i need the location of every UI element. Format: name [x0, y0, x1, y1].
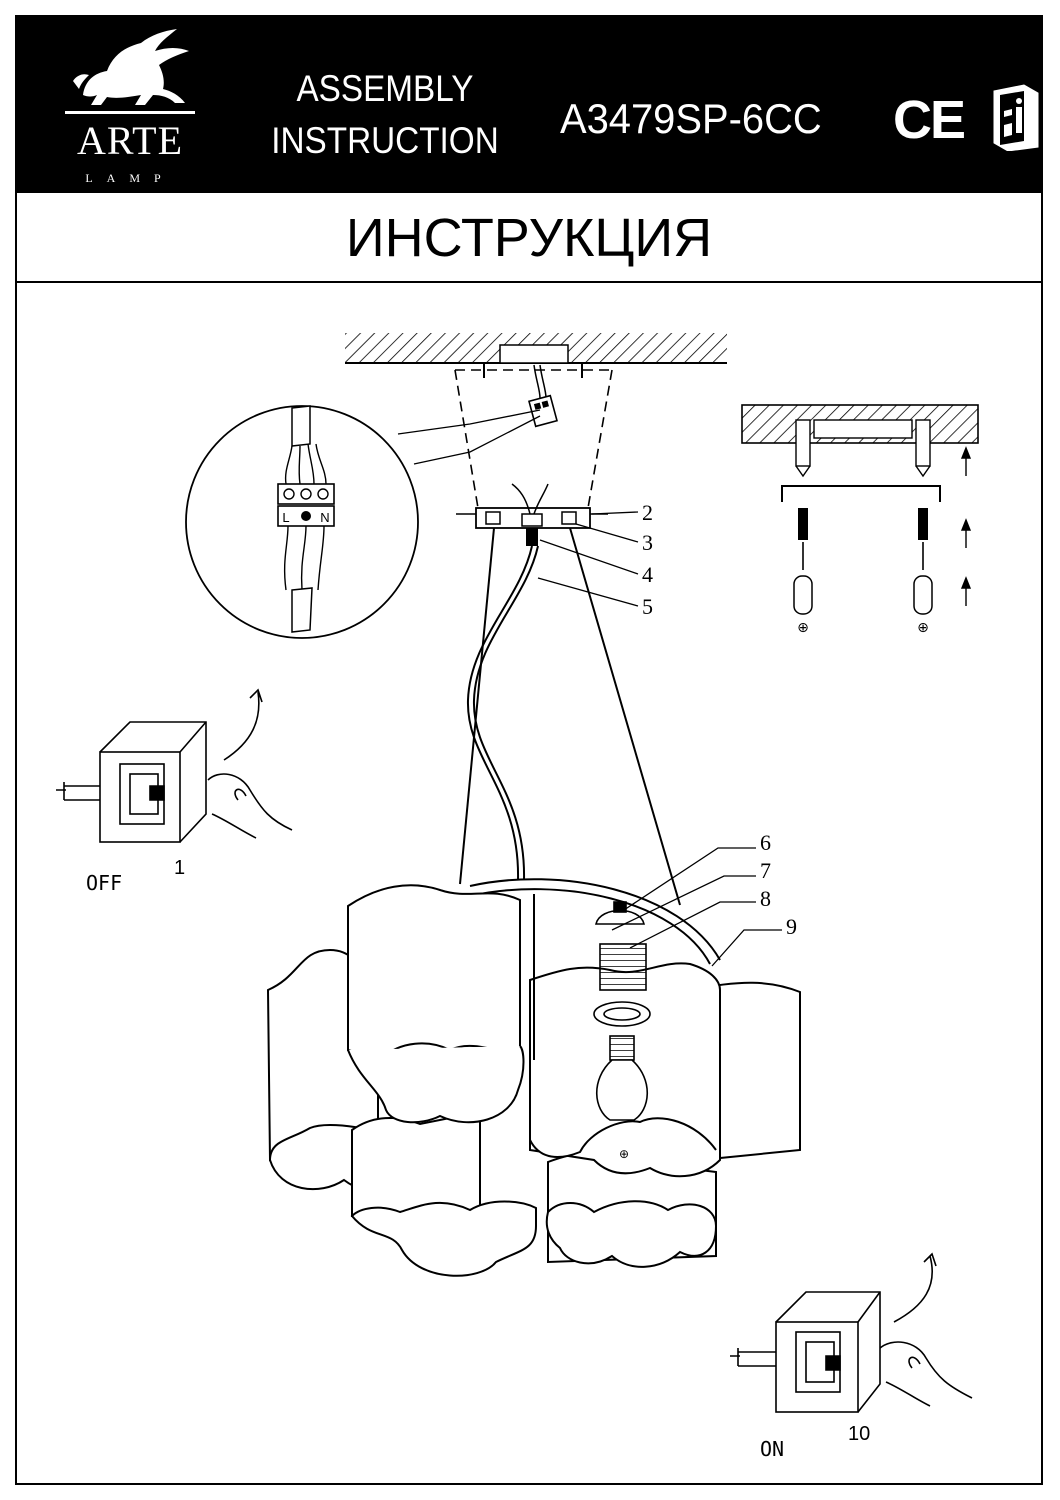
mounting-bar — [456, 483, 608, 546]
brand-subtitle: LAMP — [85, 171, 175, 185]
ceiling-terminal-block — [528, 364, 558, 428]
switch-on-illustration — [730, 1252, 973, 1413]
step-on-label: ON — [760, 1437, 784, 1461]
ce-mark: CE — [893, 90, 966, 150]
assembly-title: ASSEMBLY INSTRUCTION — [271, 68, 499, 161]
bracket-detail: ⊕ ⊕ — [741, 404, 979, 636]
page-title: ИНСТРУКЦИЯ — [15, 193, 1043, 283]
ceiling — [345, 333, 727, 364]
part-label-9: 9 — [786, 914, 797, 939]
step-on-number: 10 — [848, 1423, 870, 1445]
griffin-logo-icon — [65, 29, 195, 114]
step-off-number: 1 — [174, 857, 185, 879]
model-number: A3479SP-6CC — [560, 95, 822, 142]
part-label-4: 4 — [642, 562, 653, 587]
wiring-detail-circle — [185, 405, 541, 639]
switch-off-illustration — [56, 688, 293, 843]
svg-text:⊕: ⊕ — [619, 1147, 629, 1161]
part-labels: 2 3 4 5 6 7 8 9 — [642, 500, 797, 939]
step-off-label: OFF — [86, 871, 122, 895]
part-label-6: 6 — [760, 830, 771, 855]
leader-lines-top — [537, 511, 639, 607]
brand-logo: ARTE LAMP — [55, 25, 225, 185]
up-arrow-icon — [960, 446, 972, 606]
lamp-socket-parts: ⊕ — [593, 901, 651, 1161]
header-bar: ARTE LAMP ASSEMBLY INSTRUCTION A3479SP-6… — [15, 15, 1043, 193]
part-label-3: 3 — [642, 530, 653, 555]
connector-label-n: N — [320, 510, 329, 525]
svg-text:⊕: ⊕ — [797, 620, 809, 636]
part-label-7: 7 — [760, 858, 771, 883]
brand-name: ARTE — [76, 118, 184, 163]
canopy-dashed-outline — [454, 369, 613, 509]
info-manual-icon — [993, 84, 1039, 151]
part-label-8: 8 — [760, 886, 771, 911]
chandelier-shades — [266, 878, 801, 1277]
suspension-cables — [459, 527, 681, 906]
part-label-2: 2 — [642, 500, 653, 525]
leader-lines-lamp — [611, 847, 782, 967]
connector-label-l: L — [282, 510, 289, 525]
svg-text:⊕: ⊕ — [917, 620, 929, 636]
part-label-5: 5 — [642, 594, 653, 619]
